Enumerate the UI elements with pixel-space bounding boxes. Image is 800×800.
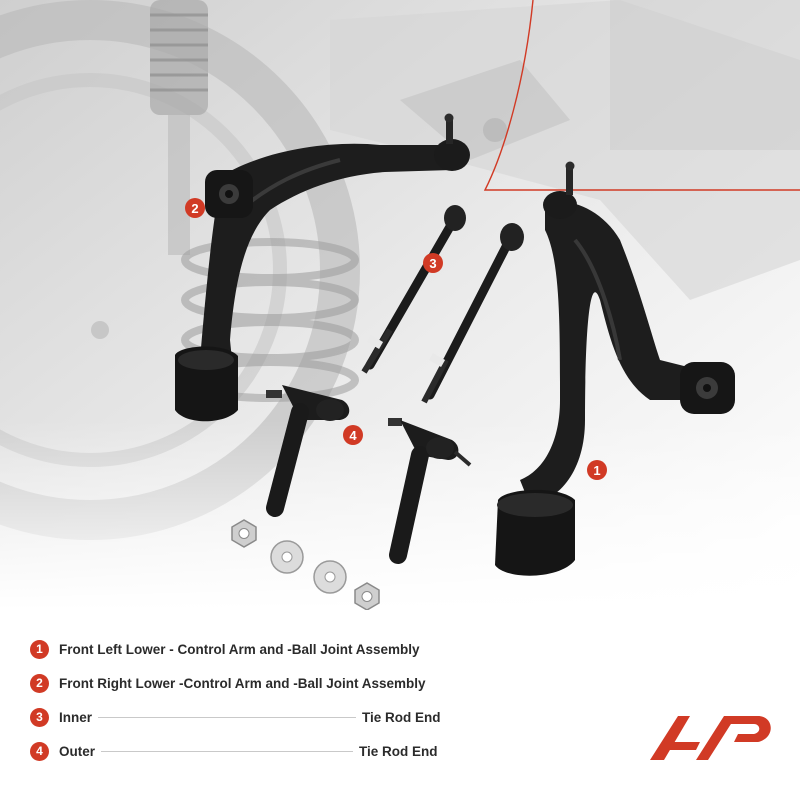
legend-badge-2: 2 <box>30 673 49 693</box>
callout-badge-2: 2 <box>185 198 205 218</box>
legend-right-4: Tie Rod End <box>359 743 438 759</box>
legend-leader-line-4 <box>101 750 354 752</box>
legend-row-2: 2 Front Right Lower -Control Arm and -Ba… <box>30 672 426 694</box>
legend-text-3: Inner <box>59 709 93 725</box>
legend-leader-line-3 <box>98 716 357 718</box>
legend-badge-4: 4 <box>30 741 49 761</box>
legend-text-4: Outer <box>59 743 96 759</box>
brand-logo-icon <box>650 716 771 760</box>
accent-curve <box>483 0 800 191</box>
outer-tie-rod-end-a <box>266 385 350 517</box>
parts-legend: 1 Front Left Lower - Control Arm and -Ba… <box>0 630 800 780</box>
inner-tie-rod-end-a <box>361 205 466 374</box>
callout-badge-4: 4 <box>343 425 363 445</box>
product-scene <box>0 0 800 610</box>
inner-tie-rod-end-b <box>421 223 524 404</box>
control-arm-front-left <box>495 161 735 576</box>
legend-row-1: 1 Front Left Lower - Control Arm and -Ba… <box>30 638 420 660</box>
legend-text-1: Front Left Lower - Control Arm and -Ball… <box>59 641 420 657</box>
outer-tie-rod-end-b <box>388 418 472 564</box>
hardware-nuts-washers <box>231 519 380 610</box>
callout-badge-1: 1 <box>587 460 607 480</box>
legend-badge-3: 3 <box>30 707 49 727</box>
legend-row-4: 4 Outer Tie Rod End <box>30 740 438 762</box>
legend-row-3: 3 Inner Tie Rod End <box>30 706 441 728</box>
callout-badge-3: 3 <box>423 253 443 273</box>
control-arm-front-right <box>175 113 470 422</box>
legend-text-2: Front Right Lower -Control Arm and -Ball… <box>59 675 426 691</box>
legend-badge-1: 1 <box>30 639 49 659</box>
legend-right-3: Tie Rod End <box>362 709 441 725</box>
